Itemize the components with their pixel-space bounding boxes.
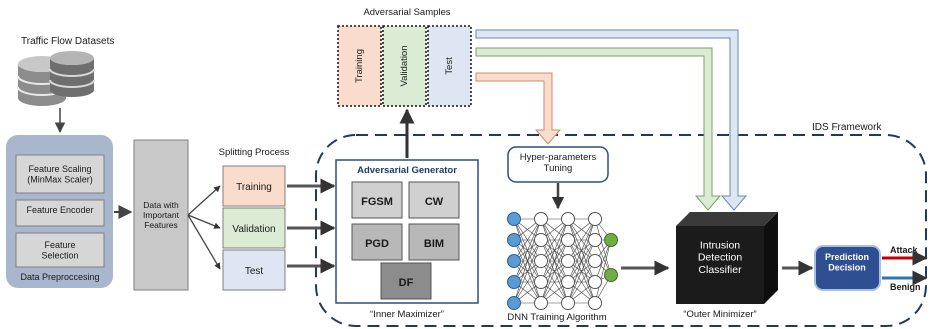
adversarial-samples-title: Adversarial Samples bbox=[363, 7, 450, 18]
dnn-edge bbox=[540, 239, 569, 304]
fork-to-training bbox=[187, 185, 221, 216]
split-validation-box bbox=[222, 207, 286, 249]
outer-minimizer-caption: “Outer Minimizer” bbox=[683, 309, 756, 320]
dnn-node bbox=[507, 254, 521, 268]
split-test-label: Test bbox=[245, 266, 264, 277]
attack-fgsm-label: FGSM bbox=[361, 196, 393, 208]
attack-label: Attack bbox=[890, 245, 919, 255]
database-icon bbox=[17, 51, 95, 106]
dnn-edge bbox=[513, 239, 542, 304]
dnn-edge bbox=[513, 218, 542, 304]
preproc-feature-scaling bbox=[15, 154, 105, 194]
dnn-edge bbox=[594, 239, 612, 304]
attack-df-box bbox=[380, 262, 432, 300]
attack-df-label: DF bbox=[399, 277, 414, 289]
prediction-decision-box bbox=[814, 245, 881, 291]
dnn-edge bbox=[540, 218, 569, 304]
dnn-edge bbox=[594, 239, 612, 283]
splitting-title: Splitting Process bbox=[219, 147, 290, 158]
dnn-node bbox=[534, 233, 548, 247]
attack-cw-box bbox=[408, 181, 460, 219]
dnn-node bbox=[507, 275, 521, 289]
dnn-edge bbox=[567, 218, 596, 304]
dnn-node bbox=[507, 296, 521, 310]
inner-maximizer-caption: “Inner Maximizer” bbox=[370, 309, 444, 320]
dnn-node bbox=[534, 212, 548, 226]
split-training-box bbox=[222, 165, 286, 207]
dnn-edge bbox=[540, 218, 569, 283]
attack-fgsm-box bbox=[351, 181, 403, 219]
adv-test-box bbox=[427, 25, 472, 107]
dnn-node bbox=[588, 254, 602, 268]
fork-to-validation bbox=[187, 214, 221, 229]
attack-bim-box bbox=[408, 223, 460, 261]
hyperparams-box bbox=[507, 146, 609, 183]
preprocessing-title: Data Preproccesing bbox=[20, 272, 99, 282]
dnn-node bbox=[534, 296, 548, 310]
dnn-node bbox=[588, 212, 602, 226]
ids-framework-label: IDS Framework bbox=[812, 122, 882, 133]
dnn-node bbox=[604, 268, 618, 282]
attack-pgd-label: PGD bbox=[365, 238, 389, 250]
adv-test-label: Test bbox=[444, 57, 455, 75]
preproc-feature-selection bbox=[15, 232, 105, 268]
split-test-box bbox=[222, 249, 286, 291]
dnn-edge bbox=[567, 218, 596, 262]
dnn-node bbox=[588, 275, 602, 289]
dnn-node bbox=[588, 296, 602, 310]
dnn-network bbox=[507, 212, 618, 310]
adv-validation-label: Validation bbox=[399, 45, 410, 86]
dnn-edge bbox=[513, 218, 542, 283]
adv-training-box bbox=[337, 25, 382, 107]
preproc-feature-encoder bbox=[15, 199, 105, 227]
dnn-node bbox=[561, 296, 575, 310]
dnn-node bbox=[534, 275, 548, 289]
dnn-node bbox=[507, 233, 521, 247]
dnn-node bbox=[561, 254, 575, 268]
dnn-node bbox=[604, 233, 618, 247]
dnn-edge bbox=[567, 260, 596, 304]
validation-to-classifier-arrow bbox=[475, 47, 722, 211]
attack-bim-label: BIM bbox=[424, 238, 444, 250]
dnn-node bbox=[534, 254, 548, 268]
dnn-edge bbox=[567, 218, 596, 283]
dnn-node bbox=[588, 233, 602, 247]
test-to-classifier-arrow bbox=[475, 29, 748, 211]
fork-to-test bbox=[187, 214, 221, 270]
preproc-feature-encoder-label: Feature Encoder bbox=[26, 205, 93, 215]
adv-training-label: Training bbox=[354, 49, 365, 83]
dnn-edge bbox=[513, 218, 542, 262]
dnn-node bbox=[561, 275, 575, 289]
adv-validation-box bbox=[382, 25, 427, 107]
dnn-edge bbox=[540, 218, 569, 262]
adversarial-generator-title: Adversarial Generator bbox=[357, 165, 457, 176]
intrusion-classifier-box bbox=[676, 212, 778, 304]
split-training-label: Training bbox=[236, 182, 272, 193]
attack-cw-label: CW bbox=[425, 196, 444, 208]
dnn-caption: DNN Training Algorithm bbox=[507, 312, 606, 323]
dnn-edge bbox=[594, 218, 612, 276]
training-to-hyperparams-arrow bbox=[475, 72, 562, 145]
attack-pgd-box bbox=[351, 223, 403, 261]
dnn-edge bbox=[513, 260, 542, 304]
dnn-node bbox=[561, 233, 575, 247]
dnn-edge bbox=[567, 239, 596, 304]
split-validation-label: Validation bbox=[232, 224, 275, 235]
benign-label: Benign bbox=[890, 282, 921, 292]
dnn-node bbox=[507, 212, 521, 226]
preproc-feature-scaling-label: Feature Scaling(MinMax Scaler) bbox=[27, 164, 93, 184]
dnn-edge bbox=[540, 260, 569, 304]
ids-framework-frame bbox=[315, 134, 927, 327]
datasets-title: Traffic Flow Datasets bbox=[21, 36, 114, 47]
dnn-node bbox=[561, 212, 575, 226]
